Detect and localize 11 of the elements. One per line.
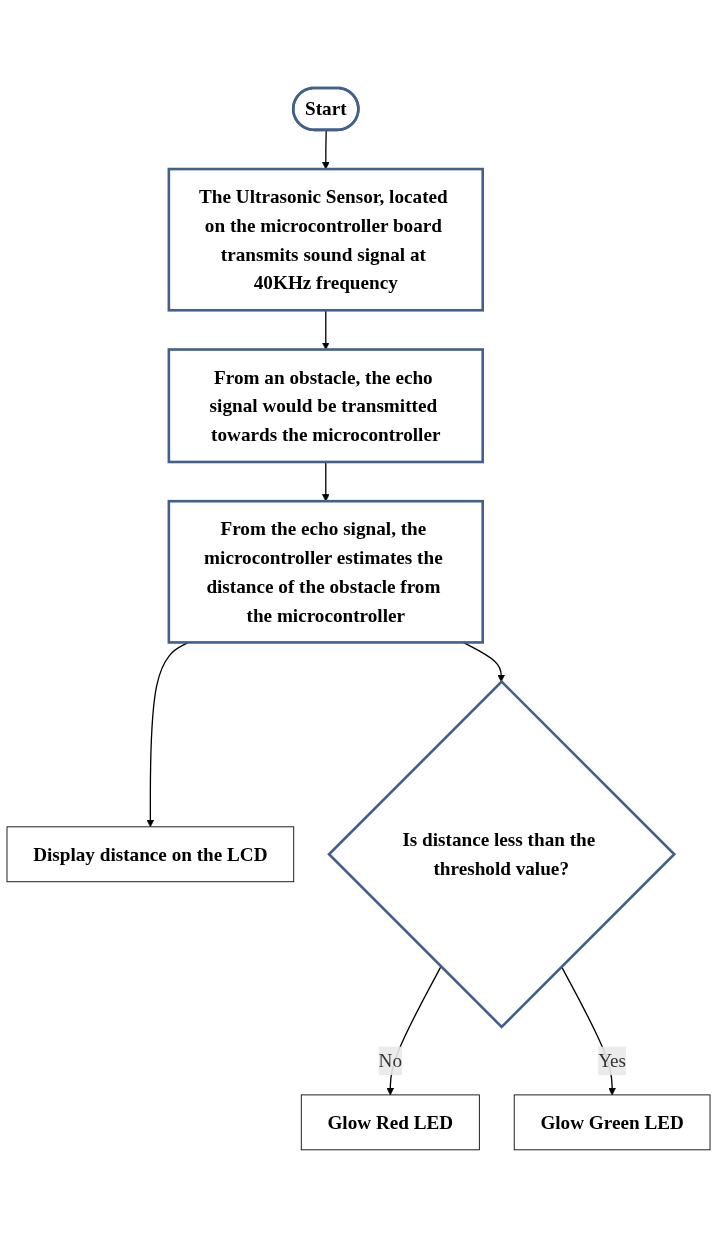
node-box: The Ultrasonic Sensor, located on the microcontroller board transmits sound signal at 40KHz frequency — [167, 167, 484, 312]
arrow — [321, 129, 330, 169]
node-box: From an obstacle, the echo signal would be transmitted towards the microcontroller — [167, 347, 484, 463]
node-box: Glow Green LED — [513, 1094, 711, 1150]
node-diamond: Is distance less than the threshold value? — [327, 679, 677, 1029]
arrow — [321, 309, 330, 350]
node-box: Display distance on the LCD — [6, 826, 295, 882]
node-box: From the echo signal, the microcontroller estimates the distance of the obstacle from the microcontroller — [167, 499, 484, 644]
edge-label: Yes — [598, 1049, 627, 1072]
edge-label: No — [378, 1049, 403, 1072]
node-box: Glow Red LED — [300, 1094, 480, 1150]
